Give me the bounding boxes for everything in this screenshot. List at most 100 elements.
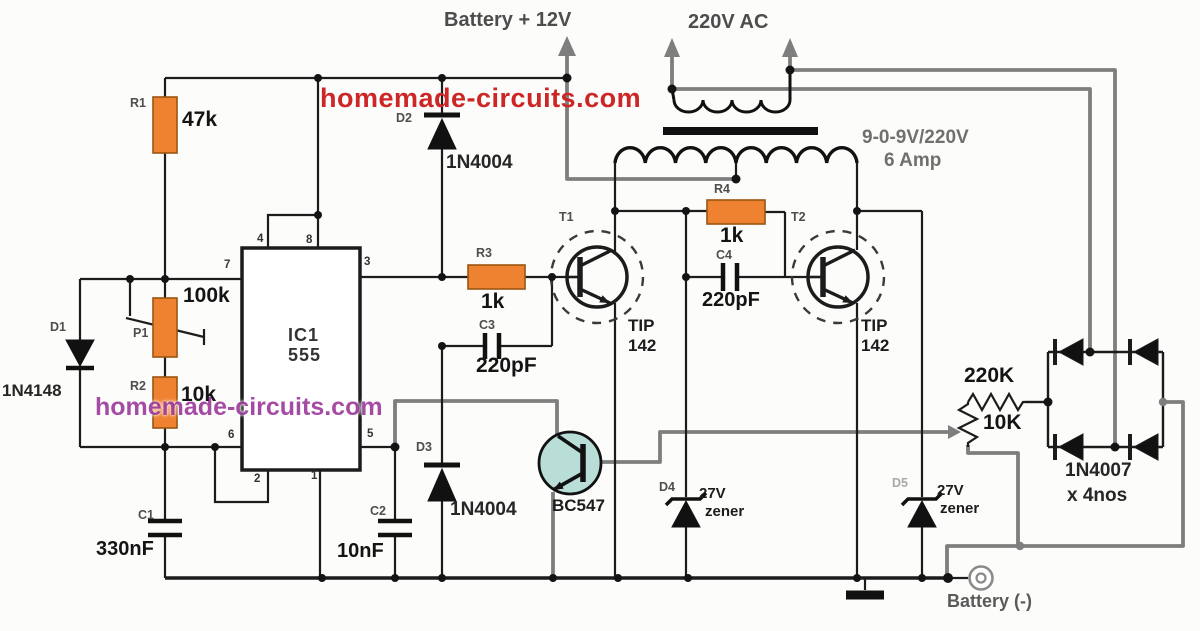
ic1-pin2-label: 2 xyxy=(254,473,261,485)
r1-value-label: 47k xyxy=(182,108,218,131)
r1-ref-label: R1 xyxy=(130,96,146,110)
r2-ref-label: R2 xyxy=(130,379,146,393)
battery-positive-label: Battery + 12V xyxy=(444,9,572,31)
ac-right-arrow-icon xyxy=(782,38,798,57)
r4-value-label: 1k xyxy=(720,224,744,247)
pot-10k-icon xyxy=(956,402,980,447)
pot-wiper-arrow-icon xyxy=(948,425,961,439)
ac-line-inner xyxy=(672,87,1092,350)
battery-negative-label: Battery (-) xyxy=(947,591,1033,611)
ic1-part-label: 555 xyxy=(288,345,322,365)
gray-junction-dots xyxy=(1015,397,1168,551)
diode-d1-icon xyxy=(65,339,95,371)
bridge-diode-icon xyxy=(1128,433,1159,461)
d2-ref-label: D2 xyxy=(396,111,412,125)
c4-value-label: 220pF xyxy=(702,289,760,311)
transistor-t2 xyxy=(790,229,886,325)
feedback-divider xyxy=(956,391,1048,447)
t1-part-label-1: TIP xyxy=(628,316,655,335)
t2-dashed-ring-icon xyxy=(790,229,886,325)
c3-leads xyxy=(442,277,554,348)
bridge-diode-icon xyxy=(1053,338,1084,366)
resistor-220k-icon xyxy=(967,391,1048,413)
bridge-frame xyxy=(1046,350,1165,449)
d5-value-label: 27V xyxy=(937,482,964,499)
r4-c4-wires xyxy=(615,209,808,279)
ic1-pin6-label: 6 xyxy=(228,429,235,441)
capacitor-c2-icon xyxy=(378,518,412,538)
resistor-r4-icon xyxy=(706,199,766,225)
watermark-purple: homemade-circuits.com xyxy=(95,393,383,421)
t2-part-label-2: 142 xyxy=(861,336,890,355)
d5-leads xyxy=(857,209,924,578)
battery-positive-wire xyxy=(565,45,736,181)
capacitors xyxy=(148,263,740,538)
ic1-pin8-label: 8 xyxy=(306,234,313,246)
c2-ref-label: C2 xyxy=(370,504,386,518)
t2-ref-label: T2 xyxy=(791,210,806,224)
resistor-r1-icon xyxy=(152,96,178,154)
d1-value-label: 1N4148 xyxy=(2,381,62,400)
p1-ref-label: P1 xyxy=(133,326,149,340)
t1-ref-label: T1 xyxy=(559,210,574,224)
c3-ref-label: C3 xyxy=(479,318,495,332)
core-icon xyxy=(663,127,818,135)
resistors xyxy=(152,96,766,429)
ic1-pin4-label: 4 xyxy=(257,233,264,245)
ic1-pin7-label: 7 xyxy=(224,259,231,271)
capacitor-c4-icon xyxy=(720,263,740,291)
diodes xyxy=(65,112,944,528)
resistor-r2-icon xyxy=(152,376,178,429)
t2-part-label-1: TIP xyxy=(861,316,888,335)
bridge-diode-icon xyxy=(1128,338,1159,366)
r3-value-label: 1k xyxy=(481,290,505,313)
ic1-ref-label: IC1 xyxy=(288,325,320,345)
transistor-bc547 xyxy=(537,430,603,496)
capacitor-c3-icon xyxy=(482,333,502,359)
d3-ref-label: D3 xyxy=(416,440,432,454)
junction-dots xyxy=(126,65,1120,583)
pin5-c2-leads xyxy=(360,445,397,578)
r220k-value-label: 220K xyxy=(964,364,1015,387)
d2-value-label: 1N4004 xyxy=(446,152,513,173)
resistor-r3-icon xyxy=(467,264,526,290)
ic1-pin1-label: 1 xyxy=(311,470,318,482)
ic1-pin5-label: 5 xyxy=(367,428,374,440)
transformer-current-label: 6 Amp xyxy=(884,150,942,171)
ic1-555 xyxy=(240,246,362,472)
c2-value-label: 10nF xyxy=(337,540,384,562)
r4-ref-label: R4 xyxy=(714,182,730,196)
battery-negative-terminal xyxy=(968,565,994,591)
secondary-winding-icon xyxy=(670,70,792,114)
zener-d5-icon xyxy=(900,491,944,528)
ac-output-label: 220V AC xyxy=(688,11,769,33)
bc547-part-label: BC547 xyxy=(552,496,605,515)
pin5-feedback-wire xyxy=(393,399,559,447)
p1-value-label: 100k xyxy=(183,284,230,307)
zener-d4-icon xyxy=(664,491,708,528)
diode-d2-icon xyxy=(424,112,460,150)
transformer xyxy=(613,70,859,164)
d5-type-label: zener xyxy=(940,500,980,517)
c4-ref-label: C4 xyxy=(716,248,732,262)
d3-value-label: 1N4004 xyxy=(450,499,517,520)
bridge-qty-label: x 4nos xyxy=(1067,485,1128,506)
d4-value-label: 27V xyxy=(699,485,726,502)
bridge-diode-icon xyxy=(1053,433,1084,461)
d4-ref-label: D4 xyxy=(659,480,675,494)
ic1-body xyxy=(240,246,362,472)
pot-bottom-wire xyxy=(966,445,1020,546)
c1-value-label: 330nF xyxy=(96,538,154,560)
gray-wires xyxy=(393,45,1185,578)
ic1-pin3-label: 3 xyxy=(364,256,371,268)
bc547-base-wire xyxy=(600,430,950,464)
preset-p1-icon xyxy=(152,297,178,358)
diode-d3-icon xyxy=(424,462,460,502)
r3-ref-label: R3 xyxy=(476,246,492,260)
t1-part-label-2: 142 xyxy=(628,336,657,355)
watermark-red: homemade-circuits.com xyxy=(320,83,642,113)
d5-ref-label: D5 xyxy=(892,476,908,490)
pot10k-value-label: 10K xyxy=(983,411,1022,434)
